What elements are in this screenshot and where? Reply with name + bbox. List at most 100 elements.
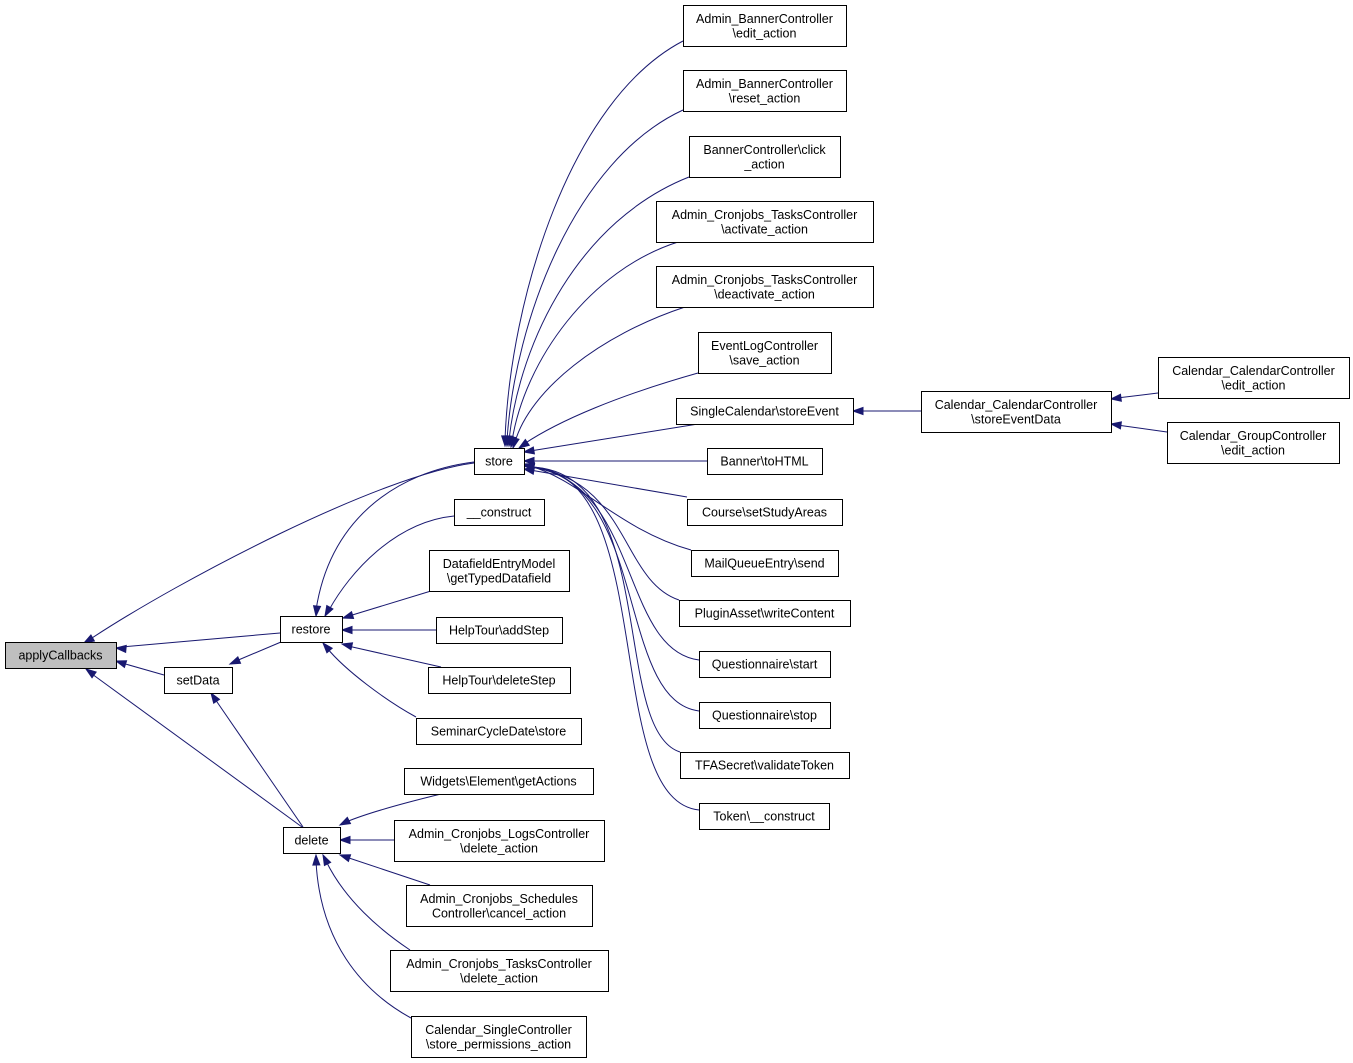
- edge-cron_tasks_deactivate-to-store: [511, 306, 686, 450]
- node-box: [164, 667, 233, 694]
- edge-line: [345, 793, 442, 823]
- edge-line: [506, 109, 684, 441]
- node-banner-tohtml[interactable]: Banner\toHTML: [707, 448, 823, 475]
- node-label: \edit_action: [1222, 378, 1286, 392]
- node-label: \activate_action: [721, 222, 808, 236]
- node-label: setData: [176, 674, 219, 688]
- node-box: [680, 752, 850, 779]
- arrowhead: [228, 656, 242, 665]
- node-calendar-single-perm[interactable]: Calendar_SingleController\store_permissi…: [411, 1016, 587, 1058]
- edge-line: [1116, 392, 1159, 399]
- node-cron-logs-delete[interactable]: Admin_Cronjobs_LogsController\delete_act…: [394, 820, 605, 862]
- edge-set_data-to-apply_callbacks: [114, 660, 165, 676]
- edge-calendar_calendar_edit-to-calendar_store_event_data: [1109, 392, 1159, 402]
- node-datafield-typed[interactable]: DatafieldEntryModel\getTypedDatafield: [429, 550, 570, 592]
- node-helptour-add[interactable]: HelpTour\addStep: [436, 617, 563, 644]
- arrowhead: [84, 668, 97, 679]
- arrowhead: [517, 438, 531, 449]
- arrowhead: [312, 605, 322, 618]
- arrowhead: [82, 634, 96, 644]
- node-box: [394, 820, 605, 862]
- node-banner-edit[interactable]: Admin_BannerController\edit_action: [683, 5, 847, 47]
- node-set-data[interactable]: setData: [164, 667, 233, 694]
- node-seminar-cycle-store[interactable]: SeminarCycleDate\store: [416, 718, 582, 745]
- edge-store-to-apply_callbacks: [82, 462, 475, 644]
- edge-line: [529, 466, 680, 601]
- edge-line: [328, 515, 455, 611]
- node-label: PluginAsset\writeContent: [695, 607, 835, 621]
- node-cron-tasks-deactivate[interactable]: Admin_Cronjobs_TasksController\deactivat…: [656, 266, 874, 308]
- edge-datafield_typed-to-restore: [341, 590, 432, 619]
- node-label: EventLogController: [711, 339, 818, 353]
- edge-token_construct-to-store: [522, 461, 700, 811]
- edge-widgets_get_actions-to-delete: [338, 793, 442, 826]
- arrowhead: [338, 854, 352, 863]
- edge-line: [523, 372, 699, 445]
- node-box: [406, 885, 593, 927]
- node-box: [656, 201, 874, 243]
- node-apply-callbacks[interactable]: applyCallbacks: [5, 642, 117, 669]
- node-box: [283, 827, 341, 854]
- node-box: [698, 332, 832, 374]
- arrowhead: [341, 610, 355, 619]
- arrowhead: [1109, 393, 1122, 402]
- edge-calendar_store_event_data-to-single_calendar_store: [851, 406, 921, 416]
- node-box: [689, 136, 841, 178]
- edges: [82, 40, 1168, 1019]
- node-eventlog-save[interactable]: EventLogController\save_action: [698, 332, 832, 374]
- node-box: [5, 642, 117, 669]
- node-helptour-delete[interactable]: HelpTour\deleteStep: [428, 667, 571, 694]
- node-plugin-asset-write[interactable]: PluginAsset\writeContent: [679, 600, 851, 627]
- node-construct[interactable]: __construct: [454, 499, 545, 526]
- node-mailqueue-send[interactable]: MailQueueEntry\send: [691, 550, 839, 577]
- node-calendar-calendar-edit[interactable]: Calendar_CalendarController\edit_action: [1158, 357, 1350, 399]
- node-token-construct[interactable]: Token\__construct: [699, 803, 830, 830]
- node-label: delete: [294, 834, 328, 848]
- node-label: BannerController\click: [703, 143, 826, 157]
- node-box: [699, 651, 831, 678]
- arrowhead: [851, 406, 864, 416]
- node-widgets-get-actions[interactable]: Widgets\Element\getActions: [404, 768, 594, 795]
- node-banner-click[interactable]: BannerController\click_action: [689, 136, 841, 178]
- node-calendar-store-event-data[interactable]: Calendar_CalendarController\storeEventDa…: [921, 391, 1112, 433]
- node-store[interactable]: store: [474, 448, 525, 475]
- edge-line: [235, 641, 282, 662]
- edge-restore-to-set_data: [228, 641, 282, 665]
- arrowhead: [114, 644, 127, 654]
- edge-line: [529, 423, 699, 452]
- node-cron-tasks-activate[interactable]: Admin_Cronjobs_TasksController\activate_…: [656, 201, 874, 243]
- nodes: applyCallbacks setData restore delete store _…: [5, 5, 1350, 1058]
- node-single-calendar-store[interactable]: SingleCalendar\storeEvent: [676, 398, 854, 425]
- node-label: \reset_action: [729, 91, 801, 105]
- node-label: Calendar_CalendarController: [1172, 364, 1335, 378]
- node-label: \getTypedDatafield: [447, 571, 551, 585]
- edge-line: [511, 241, 679, 442]
- node-box: [691, 550, 839, 577]
- node-label: Admin_BannerController: [696, 77, 833, 91]
- node-banner-reset[interactable]: Admin_BannerController\reset_action: [683, 70, 847, 112]
- edge-tfa_validate-to-store: [522, 462, 681, 753]
- node-label: Questionnaire\stop: [712, 709, 817, 723]
- node-delete[interactable]: delete: [283, 827, 341, 854]
- node-course-study-areas[interactable]: Course\setStudyAreas: [687, 499, 843, 526]
- node-label: \edit_action: [1221, 443, 1285, 457]
- node-tfa-validate[interactable]: TFASecret\validateToken: [680, 752, 850, 779]
- edge-line: [326, 647, 417, 718]
- node-label: SeminarCycleDate\store: [431, 725, 567, 739]
- arrowhead: [340, 625, 353, 635]
- node-cron-schedules-cancel[interactable]: Admin_Cronjobs_SchedulesController\cance…: [406, 885, 593, 927]
- node-questionnaire-start[interactable]: Questionnaire\start: [699, 651, 831, 678]
- node-calendar-group-edit[interactable]: Calendar_GroupController\edit_action: [1167, 422, 1340, 464]
- node-label: applyCallbacks: [18, 649, 102, 663]
- arrowhead: [324, 604, 334, 618]
- node-restore[interactable]: restore: [280, 616, 343, 643]
- node-questionnaire-stop[interactable]: Questionnaire\stop: [699, 702, 831, 729]
- node-box: [687, 499, 843, 526]
- node-cron-tasks-delete[interactable]: Admin_Cronjobs_TasksController\delete_ac…: [390, 950, 609, 992]
- node-box: [411, 1016, 587, 1058]
- node-label: HelpTour\deleteStep: [442, 674, 555, 688]
- node-box: [436, 617, 563, 644]
- edge-helptour_delete-to-restore: [340, 642, 442, 668]
- edge-calendar_single_perm-to-delete: [312, 853, 412, 1019]
